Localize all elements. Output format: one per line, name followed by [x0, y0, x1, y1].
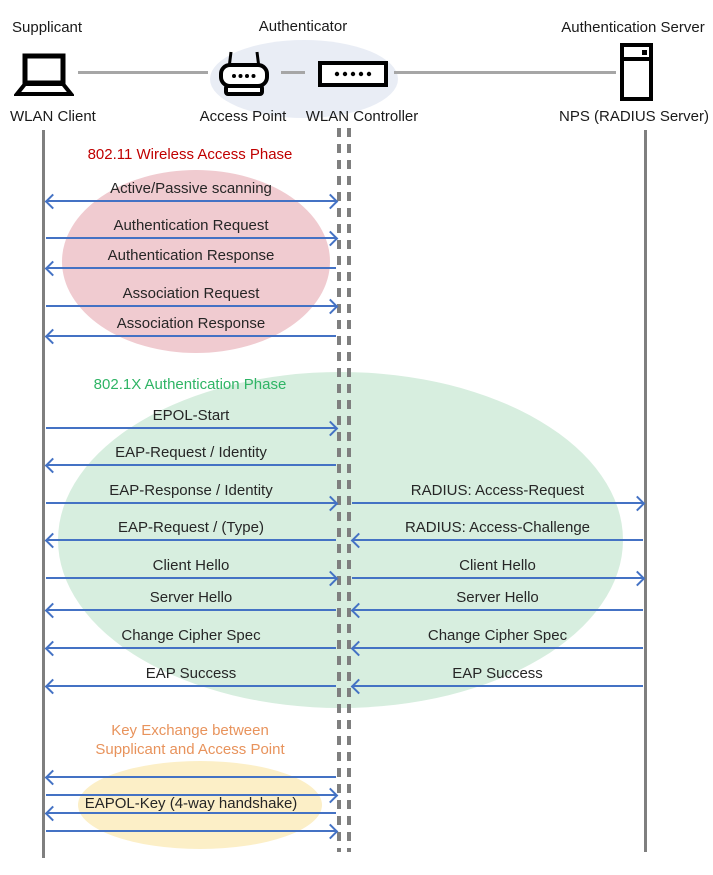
- phase-title-dot1x-authentication: 802.1X Authentication Phase: [93, 376, 287, 393]
- message-label: RADIUS: Access-Request: [410, 482, 585, 499]
- role-label-authenticator: Authenticator: [258, 18, 348, 35]
- access-point-lifeline: [337, 128, 341, 852]
- message-label: Server Hello: [456, 589, 539, 606]
- message-label: EAP-Request / Identity: [115, 444, 267, 461]
- message-label: EAP-Request / (Type): [118, 519, 264, 536]
- message-label: Authentication Response: [107, 247, 275, 264]
- key-exchange-phase-ellipse: [78, 761, 322, 849]
- message-label: Change Cipher Spec: [427, 627, 568, 644]
- message-arrow: [46, 464, 336, 466]
- arrowhead-left-icon: [44, 769, 61, 786]
- message-arrow: [46, 502, 336, 504]
- wlan-controller-icon: [318, 61, 388, 87]
- laptop-icon: [14, 53, 74, 96]
- phase-title-wireless-access: 802.11 Wireless Access Phase: [87, 146, 293, 163]
- message-arrow: [352, 647, 643, 649]
- server-icon: [620, 43, 653, 101]
- wlan-controller-lifeline: [347, 128, 351, 852]
- message-arrow: [46, 267, 336, 269]
- message-arrow: [352, 502, 643, 504]
- message-label: EAPOL-Key (4-way handshake): [84, 795, 298, 812]
- message-label: Change Cipher Spec: [121, 627, 261, 644]
- message-label: EAP Success: [145, 665, 237, 682]
- message-arrow: [46, 776, 336, 778]
- message-label: Authentication Request: [113, 217, 269, 234]
- device-label-wlan-controller: WLAN Controller: [305, 108, 419, 125]
- device-label-nps-radius-server: NPS (RADIUS Server): [558, 108, 710, 125]
- message-label: Server Hello: [149, 589, 233, 606]
- message-label: EAP Success: [452, 665, 543, 682]
- access-point-icon: [219, 51, 269, 96]
- device-label-wlan-client: WLAN Client: [10, 108, 96, 125]
- arrowhead-right-icon: [322, 823, 339, 840]
- connector-ap-controller: [281, 71, 305, 74]
- supplicant-lifeline: [42, 130, 45, 858]
- message-arrow: [46, 609, 336, 611]
- message-label: Active/Passive scanning: [110, 180, 272, 197]
- connector-controller-server: [394, 71, 616, 74]
- message-arrow: [46, 427, 336, 429]
- role-label-supplicant: Supplicant: [12, 19, 83, 36]
- phase-title-key-exchange-line2: Supplicant and Access Point: [95, 741, 285, 758]
- message-label: RADIUS: Access-Challenge: [404, 519, 591, 536]
- authentication-server-lifeline: [644, 130, 647, 852]
- message-arrow: [352, 539, 643, 541]
- message-arrow: [46, 237, 336, 239]
- message-arrow: [46, 830, 336, 832]
- message-arrow: [46, 335, 336, 337]
- message-arrow: [46, 685, 336, 687]
- phase-title-key-exchange-line1: Key Exchange between: [111, 722, 269, 739]
- message-arrow: [46, 647, 336, 649]
- message-label: Association Request: [122, 285, 260, 302]
- message-arrow: [46, 200, 336, 202]
- message-arrow: [352, 609, 643, 611]
- message-arrow: [352, 685, 643, 687]
- device-label-access-point: Access Point: [199, 108, 287, 125]
- message-arrow: [46, 794, 336, 796]
- message-arrow: [352, 577, 643, 579]
- role-label-authentication-server: Authentication Server: [561, 19, 705, 36]
- message-label: Association Response: [116, 315, 266, 332]
- connector-client-ap: [78, 71, 208, 74]
- message-label: Client Hello: [152, 557, 230, 574]
- message-arrow: [46, 577, 336, 579]
- message-label: EAP-Response / Identity: [109, 482, 273, 499]
- message-arrow: [46, 812, 336, 814]
- message-label: EPOL-Start: [152, 407, 230, 424]
- message-arrow: [46, 305, 336, 307]
- message-arrow: [46, 539, 336, 541]
- message-label: Client Hello: [459, 557, 536, 574]
- phase-title-key-exchange: Key Exchange between Supplicant and Acce…: [40, 721, 340, 759]
